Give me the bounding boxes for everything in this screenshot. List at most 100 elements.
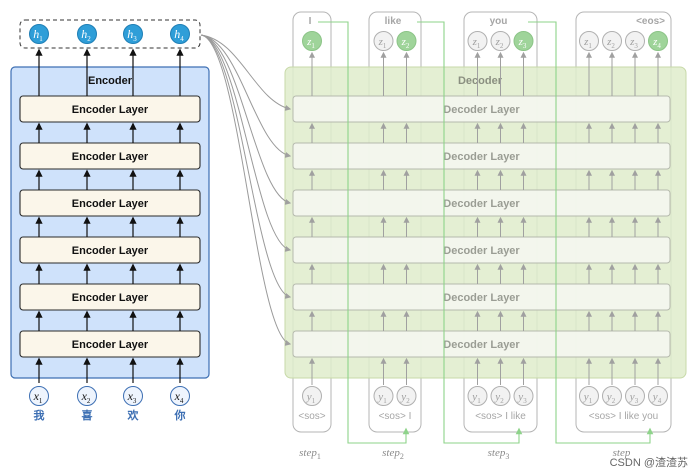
decoder-layer: Decoder Layer [292,142,671,170]
feedback-line [417,21,523,444]
encoder-layer-box [19,236,201,264]
decoder-output-symbol: z4 [652,36,661,50]
decoder-title: Decoder [458,75,503,87]
encoder-layer-label: Encoder Layer [72,245,149,257]
decoder-layer-box [292,236,671,264]
input-symbol: x2 [81,389,91,405]
decoder-layer-box [292,142,671,170]
step-label: step1 [299,447,321,461]
autoregressive-feedback-lines [318,21,654,444]
decoder-input-node [373,386,394,406]
decoder-input-node [467,386,488,406]
feedback-line [528,21,654,444]
encoder-layer: Encoder Layer [19,236,201,264]
decoder-input-symbol: y1 [583,391,593,405]
decoder-layer-label: Decoder Layer [443,198,520,210]
decoder-input-symbol: y3 [629,391,639,405]
output-word: <eos> [636,16,665,27]
decoder-output-node [490,31,511,51]
decoder-output-symbol: z2 [495,36,504,50]
decoder-layer: Decoder Layer [292,95,671,123]
decoder-arrows [309,51,661,385]
decoder-output-node [625,31,645,51]
output-word: you [490,16,508,27]
decoder-output-node [602,31,622,51]
encoder-layer-label: Encoder Layer [72,104,149,116]
decoder-input-node [579,386,599,406]
decoder-layer-label: Decoder Layer [443,151,520,163]
hidden-state-node [29,24,49,44]
encoder-layer: Encoder Layer [19,189,201,217]
decoder-input-node [648,386,668,406]
feedback-line [318,21,410,444]
input-token: 喜 [82,408,93,422]
encoder-layer-box [19,189,201,217]
decoder-input-symbol: y1 [377,391,387,405]
hidden-state-label: h4 [174,27,184,43]
decoder-input-tokens: <sos> I like you [589,411,658,422]
decoder-input-tokens: <sos> I like [475,411,526,422]
decoder-input-node [625,386,645,406]
watermark: CSDN @渣渣苏 [610,455,688,469]
decoder-input-symbol: y3 [517,391,527,405]
decoder-layer: Decoder Layer [292,283,671,311]
step-label: step [613,447,631,459]
decoder-layer-label: Decoder Layer [443,104,520,116]
encoder-layer: Encoder Layer [19,95,201,123]
decoder-layer-box [292,95,671,123]
cross-attention-arrow [200,34,292,346]
decoder-output-node [648,31,668,51]
decoder-input-node [302,386,322,406]
encoder-layer-box [19,330,201,358]
decoder-layer-label: Decoder Layer [443,245,520,257]
decoder-output-node [396,31,417,51]
input-node [77,386,97,406]
step-label: step3 [488,447,510,461]
hidden-state-node [77,24,97,44]
decoder-input-symbol: y1 [471,391,481,405]
decoder-layer: Decoder Layer [292,330,671,358]
decoder-output-symbol: z1 [378,36,387,50]
decoder-input-node [396,386,417,406]
decoder-layer-box [292,189,671,217]
decoder-input-symbol: y2 [606,391,616,405]
input-token: 欢 [127,408,140,422]
decoder-input-tokens: <sos> I [379,411,412,422]
decoder-layer-box [292,330,671,358]
encoder-layer: Encoder Layer [19,142,201,170]
cross-attention-arrow [200,34,292,252]
cross-attention-arrow [200,34,292,158]
input-token: 你 [174,408,186,422]
encoder-arrows [35,48,184,383]
encoder-layer-label: Encoder Layer [72,292,149,304]
cross-attention-arrow [200,34,292,111]
encoder-title: Encoder [88,75,133,87]
cross-attention-arrows [200,34,292,346]
step-label: step2 [382,447,404,461]
cross-attention-arrow [200,34,292,205]
hidden-state-node [123,24,143,44]
decoder-input-symbol: y4 [652,391,662,405]
decoder-input-node [602,386,622,406]
encoder-layer-box [19,283,201,311]
encoder-layer-label: Encoder Layer [72,339,149,351]
encoder-layer: Encoder Layer [19,330,201,358]
hidden-state-node [170,24,190,44]
decoder-input-node [490,386,511,406]
hidden-state-label: h1 [33,27,43,43]
input-node [123,386,143,406]
decoder-output-node [373,31,394,51]
decoder-output-node [513,31,534,51]
decoder-output-symbol: z3 [629,36,638,50]
decoder-input-tokens: <sos> [298,411,325,422]
decoder-output-symbol: z1 [472,36,481,50]
input-symbol: x4 [174,389,184,405]
hidden-state-label: h2 [81,27,91,43]
decoder-input-symbol: y1 [306,391,316,405]
encoder-layer-box [19,142,201,170]
encoder-layer-label: Encoder Layer [72,151,149,163]
